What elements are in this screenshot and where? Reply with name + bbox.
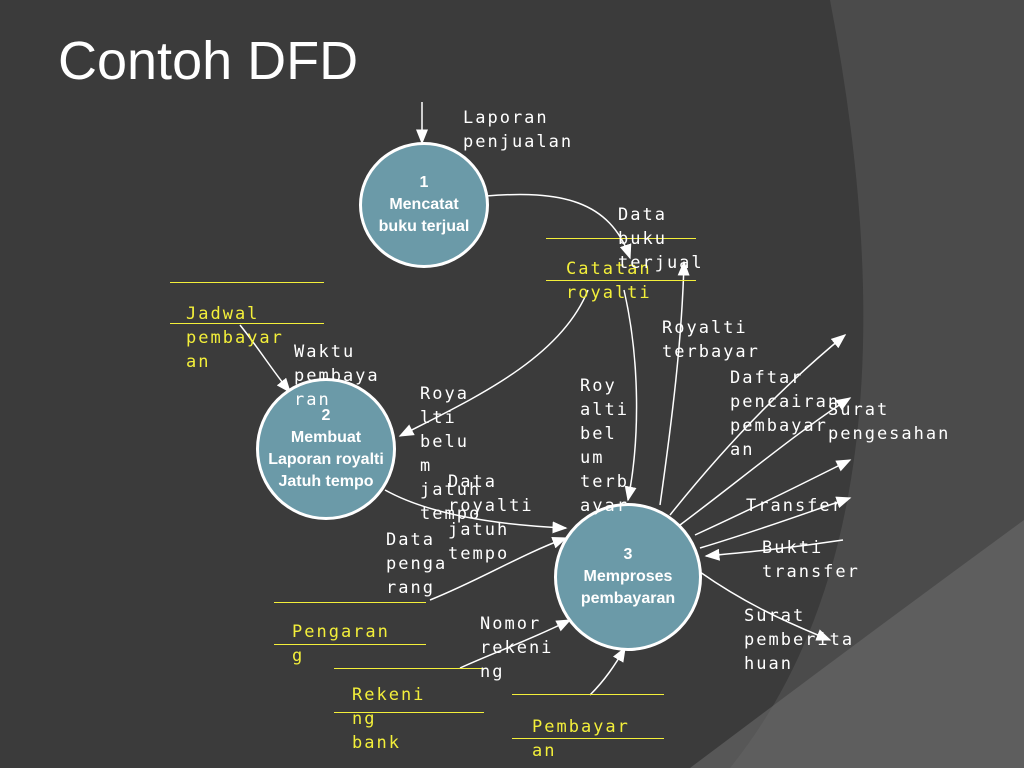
flow-surat-pengesahan: Surat pengesahan [828,400,951,444]
flow-daftar-pencairan: Daftar pencairan pembayar an [730,368,841,460]
process-1-name-line-1: Mencatat [389,196,459,213]
flow-royalti-terbayar-left: Roy alti bel um terb ayar [580,376,629,516]
flow-arrow-3-surat-pengesahan [694,459,852,536]
flow-arrow-catatan-to-2 [398,289,589,437]
store-line-rekening-top [334,668,484,669]
process-2: 2 Membuat Laporan royalti Jatuh tempo [256,378,396,520]
store-line-pengarang-bottom [274,644,426,645]
flow-arrow-3-daftar [679,397,852,526]
store-line-jadwal-bottom [170,323,324,324]
flow-arrow-pembayaran-to-3 [589,646,626,696]
store-line-pembayaran-bottom [512,738,664,739]
flow-arrow-3-bukti-transfer [704,539,844,561]
store-line-pembayaran-top [512,694,664,695]
store-line-pengarang-top [274,602,426,603]
process-3-name-line-1: Memproses [583,568,673,585]
flow-arrow-3-to-catatan [659,260,690,506]
process-2-name-line-3: Jatuh tempo [278,473,374,490]
store-line-rekening-bottom [334,712,484,713]
flow-royalti-terbayar-right: Royalti terbayar [662,318,760,362]
flow-data-pengarang: Data penga rang [386,530,448,598]
flow-data-buku-terjual: Data buku terjual [618,205,704,273]
store-line-catatan-top [546,238,696,239]
slide-title: Contoh DFD [58,31,359,91]
store-pembayaran: Pembayar an [532,717,630,761]
store-catatan-royalti: Catatan royalti [566,259,652,303]
store-pengarang: Pengaran g [292,622,390,666]
flow-bukti-transfer: Bukti transfer [762,538,860,582]
process-2-name-line-1: Membuat [290,429,362,446]
flow-nomor-rekening: Nomor rekeni ng [480,614,554,682]
flow-arrow-3-royalti-terbayar [669,334,847,516]
store-rekening-bank: Rekeni ng bank [352,685,426,753]
store-line-catatan-bottom [546,280,696,281]
flow-arrow-rekening-to-3 [459,619,572,669]
flow-laporan-penjualan: Laporan penjualan [463,108,574,152]
flow-royalti-belum-jatuh-tempo: Roya lti belu m jatuh tempo [420,384,482,524]
flow-transfer: Transfer [746,496,844,516]
process-3: 3 Memproses pembayaran [554,503,702,651]
flow-arrow-catatan-to-3 [623,289,638,502]
process-1-number: 1 [419,174,429,191]
flow-arrow-pengarang-to-3 [429,537,568,601]
flow-arrow-jadwal-to-2 [239,324,291,394]
flow-arrow-data-buku [485,193,632,260]
flow-arrow-3-surat-pemberitahuan [699,571,832,641]
process-2-number: 2 [321,407,331,424]
flow-arrow-2-to-3 [384,489,568,534]
process-3-number: 3 [623,546,633,563]
process-2-name-line-2: Laporan royalti [268,451,384,468]
flow-data-royalti-jatuh-tempo: Data royalti jatuh tempo [448,472,534,564]
store-jadwal-pembayaran: Jadwal pembayar an [186,304,284,372]
flow-surat-pemberitahuan: Surat pemberita huan [744,606,855,674]
process-3-name-line-2: pembayaran [580,590,676,607]
flow-arrow-3-transfer [699,496,852,549]
process-1-name-line-2: buku terjual [378,218,470,235]
store-line-jadwal-top [170,282,324,283]
process-1: 1 Mencatat buku terjual [359,142,489,268]
flow-waktu-pembayaran: Waktu pembaya ran [294,342,380,410]
